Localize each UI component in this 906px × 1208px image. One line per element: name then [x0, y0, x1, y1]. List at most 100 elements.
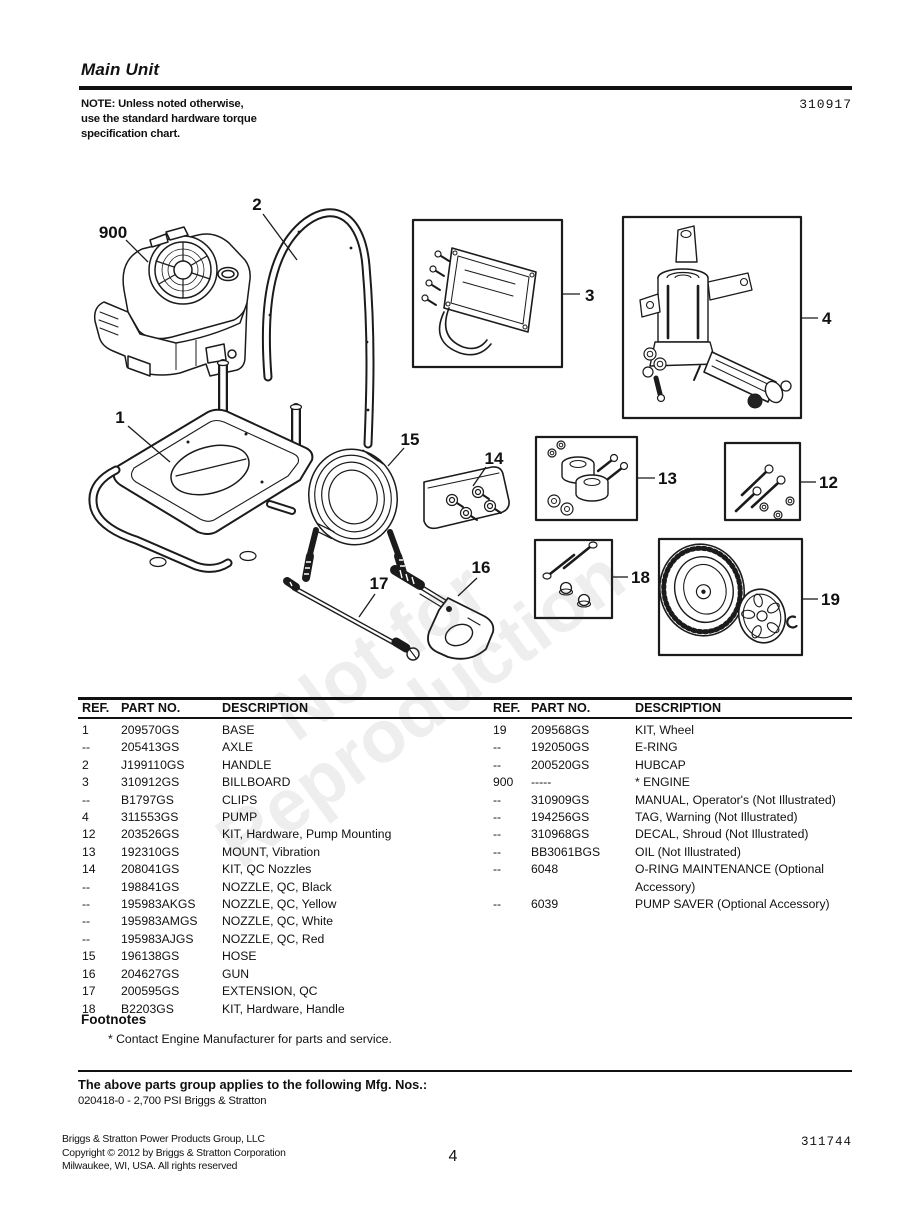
- table-row: -- 6039 PUMP SAVER (Optional Accessory): [493, 896, 852, 913]
- ref-cell: --: [82, 879, 91, 894]
- mfg-heading: The above parts group applies to the fol…: [78, 1077, 428, 1092]
- part-number-cell: -----: [531, 775, 552, 790]
- ref-cell: 19: [493, 723, 507, 737]
- engine-illustration: [93, 226, 251, 377]
- table-row: 2 J199110GS HANDLE: [78, 757, 493, 774]
- description-cell: NOZZLE, QC, Yellow: [222, 897, 337, 912]
- part-number-cell: 196138GS: [121, 949, 180, 964]
- page-title: Main Unit: [81, 60, 160, 79]
- ref-cell: 14: [82, 862, 96, 877]
- col-desc-right: DESCRIPTION: [635, 701, 722, 715]
- col-desc-left: DESCRIPTION: [222, 701, 309, 715]
- wheel-kit-box: [657, 537, 804, 657]
- table-row: -- 195983AKGS NOZZLE, QC, Yellow: [78, 896, 493, 913]
- part-number-cell: J199110GS: [121, 757, 185, 772]
- callout-nozzle-kit: 14: [485, 449, 504, 468]
- ref-cell: --: [493, 844, 502, 859]
- description-cell: NOZZLE, QC, White: [222, 914, 334, 929]
- table-row: -- 195983AJGS NOZZLE, QC, Red: [78, 931, 493, 948]
- document-number-top: 310917: [799, 97, 852, 112]
- table-row: 1 209570GS BASE: [78, 722, 493, 739]
- callout-wheel-kit: 19: [821, 590, 840, 609]
- description-cell: BASE: [222, 723, 255, 737]
- parts-table-left: 1 209570GS BASE -- 205413GS AXLE 2 J1991…: [78, 722, 493, 1018]
- description-cell: HOSE: [222, 949, 257, 964]
- table-row: -- 198841GS NOZZLE, QC, Black: [78, 879, 493, 896]
- part-number-cell: 194256GS: [531, 810, 590, 825]
- parts-diagram-svg: 900 2 3 4 1 15 14 13 12 18 19 17 16: [88, 195, 840, 661]
- mfg-section: The above parts group applies to the fol…: [78, 1070, 852, 1107]
- mfg-model-list: 020418-0 - 2,700 PSI Briggs & Stratton: [78, 1095, 852, 1107]
- ref-cell: --: [493, 757, 502, 772]
- description-cell: PUMP SAVER (Optional Accessory): [635, 897, 830, 912]
- handle-illustration: [261, 208, 375, 449]
- callout-base: 1: [115, 408, 124, 427]
- table-row: 900 ----- * ENGINE: [493, 774, 852, 791]
- parts-table-right: 19 209568GS KIT, Wheel -- 192050GS E-RIN…: [493, 722, 852, 913]
- ref-cell: 15: [82, 949, 96, 964]
- ref-cell: 1: [82, 723, 89, 737]
- part-number-cell: 209568GS: [531, 723, 590, 737]
- part-number-cell: B2203GS: [121, 1001, 174, 1016]
- hose-illustration: [308, 448, 398, 546]
- billboard-box: [411, 218, 564, 369]
- part-number-cell: 204627GS: [121, 966, 180, 981]
- part-number-cell: 6048: [531, 862, 559, 877]
- footnotes-heading: Footnotes: [81, 1012, 147, 1027]
- callout-leaders: [125, 213, 818, 618]
- description-cell: GUN: [222, 966, 250, 981]
- part-number-cell: 192310GS: [121, 844, 180, 859]
- table-row: 3 310912GS BILLBOARD: [78, 774, 493, 791]
- part-number-cell: 209570GS: [121, 723, 180, 737]
- base-illustration: [88, 359, 314, 573]
- gun-illustration: [390, 565, 495, 660]
- ref-cell: --: [82, 792, 91, 807]
- ref-cell: --: [493, 740, 502, 755]
- col-part-left: PART NO.: [121, 701, 181, 715]
- description-cell: DECAL, Shroud (Not Illustrated): [635, 827, 809, 842]
- extension-illustration: [283, 577, 420, 661]
- table-row: 12 203526GS KIT, Hardware, Pump Mounting: [78, 826, 493, 843]
- ref-cell: 18: [82, 1001, 96, 1016]
- table-row: -- 192050GS E-RING: [493, 739, 852, 756]
- description-cell: KIT, Wheel: [635, 723, 694, 737]
- part-number-cell: BB3061BGS: [531, 844, 601, 859]
- part-number-cell: 6039: [531, 897, 559, 912]
- description-cell: NOZZLE, QC, Red: [222, 931, 325, 946]
- billboard-screws: [421, 250, 450, 306]
- callout-gun: 16: [472, 558, 491, 577]
- description-cell: KIT, Hardware, Pump Mounting: [222, 827, 392, 842]
- table-row: -- 310968GS DECAL, Shroud (Not Illustrat…: [493, 826, 852, 843]
- footnote-item: * Contact Engine Manufacturer for parts …: [108, 1032, 392, 1046]
- part-number-cell: 198841GS: [121, 879, 180, 894]
- table-row: -- 205413GS AXLE: [78, 739, 493, 756]
- mfg-model: 020418-0 - 2,700 PSI Briggs & Stratton: [78, 1095, 267, 1107]
- footer-company-block: Briggs & Stratton Power Products Group, …: [62, 1133, 286, 1174]
- note-line: specification chart.: [81, 128, 180, 140]
- table-row: -- 195983AMGS NOZZLE, QC, White: [78, 913, 493, 930]
- ref-cell: --: [82, 897, 91, 912]
- description-cell: HUBCAP: [635, 757, 686, 772]
- ref-cell: --: [82, 931, 91, 946]
- table-row: -- 310909GS MANUAL, Operator's (Not Illu…: [493, 792, 852, 809]
- pump-box: [621, 215, 803, 420]
- part-number-cell: 310968GS: [531, 827, 590, 842]
- ref-cell: --: [493, 897, 502, 912]
- description-cell: AXLE: [222, 740, 254, 755]
- description-cell: BILLBOARD: [222, 775, 291, 790]
- ref-cell: 2: [82, 757, 89, 772]
- handle-hardware-box: [533, 538, 614, 620]
- ref-cell: 12: [82, 827, 96, 842]
- nozzle-kit-illustration: [423, 466, 510, 530]
- table-row: -- 200520GS HUBCAP: [493, 757, 852, 774]
- callout-pump-mount-kit: 12: [819, 473, 838, 492]
- note-line: use the standard hardware torque: [81, 113, 257, 125]
- callout-engine: 900: [99, 223, 127, 242]
- callout-handle-kit: 18: [631, 568, 650, 587]
- part-number-cell: 195983AKGS: [121, 897, 196, 912]
- table-row: 15 196138GS HOSE: [78, 948, 493, 965]
- part-number-cell: 310912GS: [121, 775, 180, 790]
- description-cell: TAG, Warning (Not Illustrated): [635, 810, 798, 825]
- description-cell: PUMP: [222, 810, 258, 825]
